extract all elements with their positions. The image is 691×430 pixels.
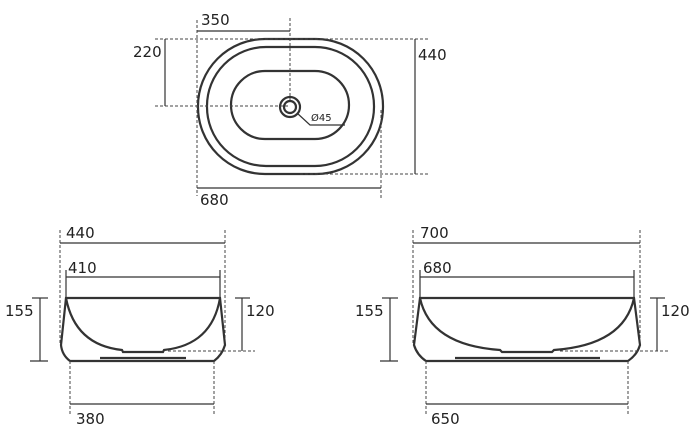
- dimension-label-440: 440: [418, 46, 447, 64]
- dimension-label-220: 220: [133, 43, 162, 61]
- dimension-label-base-width: 380: [76, 410, 105, 428]
- dimension-label-bowl-depth: 120: [246, 302, 275, 320]
- top-view: Ø45 350 220 440 680: [133, 11, 447, 209]
- basin-bowl-outline: [229, 69, 351, 141]
- dimension-label-outer-width: 700: [420, 224, 449, 242]
- bowl-inner-profile: [418, 297, 636, 354]
- dimension-label-height: 155: [5, 302, 34, 320]
- dimension-label-680: 680: [200, 191, 229, 209]
- bowl-inner-profile: [64, 297, 222, 354]
- side-view-long: 700 680 155 120 650: [355, 224, 690, 428]
- dimension-label-outer-width: 440: [66, 224, 95, 242]
- dimension-label-base-width: 650: [431, 410, 460, 428]
- dimension-label-rim-width: 680: [423, 259, 452, 277]
- dimension-label-bowl-depth: 120: [661, 302, 690, 320]
- side-view-short: 440 410 155 120 380: [5, 224, 275, 428]
- drain-leader-line: [296, 112, 345, 126]
- drain-diameter-label: Ø45: [311, 112, 332, 124]
- dimension-label-height: 155: [355, 302, 384, 320]
- dimension-label-rim-width: 410: [68, 259, 97, 277]
- dimension-label-350: 350: [201, 11, 230, 29]
- drain-inner: [282, 99, 298, 115]
- drain-outer: [278, 95, 302, 119]
